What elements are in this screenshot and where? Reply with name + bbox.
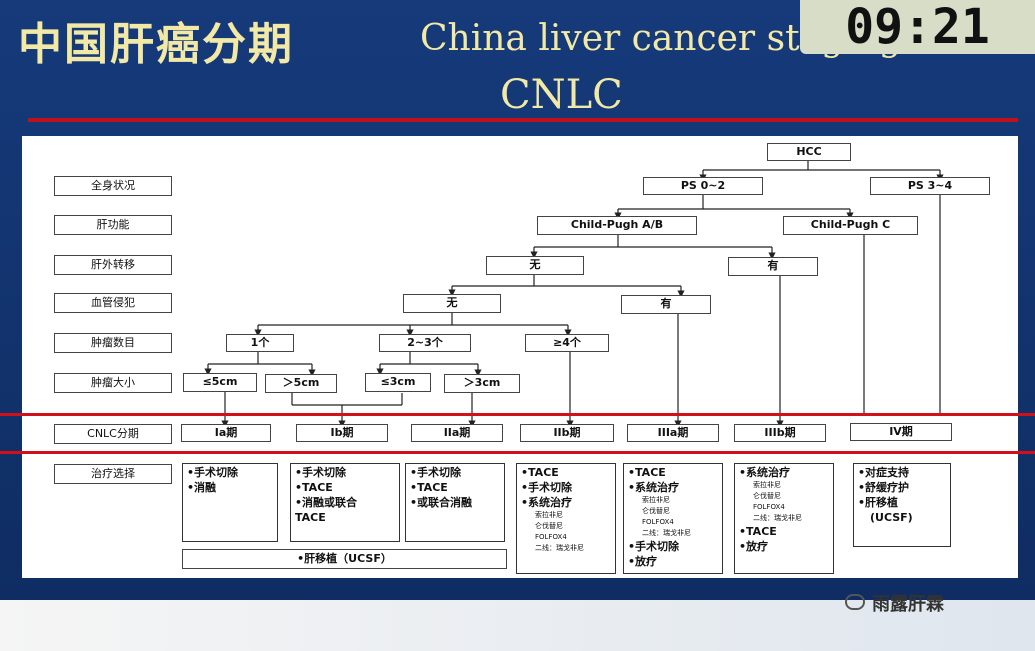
treatment-item: •消融或联合 xyxy=(295,496,358,509)
stage-iv: IV期 xyxy=(850,423,952,441)
title-divider xyxy=(28,118,1018,122)
flowchart-connectors xyxy=(204,161,944,428)
treatment-item: (UCSF) xyxy=(870,511,913,524)
clock-display: 09:21 xyxy=(800,0,1035,54)
row-label-liver-function: 肝功能 xyxy=(54,215,172,235)
node-size-le3: ≤3cm xyxy=(365,373,431,392)
drug-item: FOLFOX4 xyxy=(642,518,674,526)
node-hcc: HCC xyxy=(767,143,851,161)
treatment-item: •TACE xyxy=(410,481,448,494)
treatment-item: •肝移植 xyxy=(858,496,899,509)
row-label-vascular-invasion: 血管侵犯 xyxy=(54,293,172,313)
treatment-item: •手术切除 xyxy=(521,481,573,494)
treatment-item: •手术切除 xyxy=(295,466,347,479)
treatment-transplant: •肝移植（UCSF） xyxy=(182,549,507,569)
treatment-iiib: •系统治疗 索拉非尼 仑伐替尼 FOLFOX4 二线：瑞戈非尼 •TACE •放… xyxy=(734,463,834,574)
node-child-pugh-c: Child-Pugh C xyxy=(783,216,918,235)
node-extrahepatic-yes: 有 xyxy=(728,257,818,276)
stage-ia: Ia期 xyxy=(181,424,271,442)
treatment-iv: •对症支持 •舒缓疗护 •肝移植 (UCSF) xyxy=(853,463,951,547)
treatment-iib: •TACE •手术切除 •系统治疗 索拉非尼 仑伐替尼 FOLFOX4 二线：瑞… xyxy=(516,463,616,574)
node-child-pugh-ab: Child-Pugh A/B xyxy=(537,216,697,235)
stage-highlight-top xyxy=(0,413,1035,416)
row-label-extrahepatic: 肝外转移 xyxy=(54,255,172,275)
row-label-cnlc-stage: CNLC分期 xyxy=(54,424,172,444)
treatment-item: •消融 xyxy=(187,481,217,494)
node-size-gt3: ＞3cm xyxy=(444,374,520,393)
stage-highlight-bottom xyxy=(0,451,1035,454)
treatment-item: •系统治疗 xyxy=(739,466,791,479)
drug-item: 仑伐替尼 xyxy=(535,522,563,530)
node-size-le5: ≤5cm xyxy=(183,373,257,392)
treatment-item: •放疗 xyxy=(739,540,769,553)
row-label-treatment: 治疗选择 xyxy=(54,464,172,484)
treatment-ib: •手术切除 •TACE •消融或联合 TACE xyxy=(290,463,400,542)
node-vascular-yes: 有 xyxy=(621,295,711,314)
drug-item: 仑伐替尼 xyxy=(753,492,781,500)
row-label-general-status: 全身状况 xyxy=(54,176,172,196)
treatment-ia: •手术切除 •消融 xyxy=(182,463,278,542)
drug-item: 仑伐替尼 xyxy=(642,507,670,515)
stage-ib: Ib期 xyxy=(296,424,388,442)
treatment-item: TACE xyxy=(295,511,326,524)
treatment-item: •TACE xyxy=(628,466,666,479)
node-ps-0-2: PS 0~2 xyxy=(643,177,763,195)
treatment-iiia: •TACE •系统治疗 索拉非尼 仑伐替尼 FOLFOX4 二线：瑞戈非尼 •手… xyxy=(623,463,723,574)
treatment-item: •手术切除 xyxy=(410,466,462,479)
node-ps-3-4: PS 3~4 xyxy=(870,177,990,195)
row-label-tumor-size: 肿瘤大小 xyxy=(54,373,172,393)
stage-iiia: IIIa期 xyxy=(627,424,719,442)
treatment-item: •TACE xyxy=(739,525,777,538)
treatment-item: •手术切除 xyxy=(628,540,680,553)
node-size-gt5: ＞5cm xyxy=(265,374,337,393)
treatment-item: •系统治疗 xyxy=(521,496,573,509)
node-tumor-count-4plus: ≥4个 xyxy=(525,334,609,352)
treatment-item: •TACE xyxy=(295,481,333,494)
drug-item: 二线：瑞戈非尼 xyxy=(753,514,802,522)
node-tumor-count-1: 1个 xyxy=(226,334,294,352)
treatment-item: •系统治疗 xyxy=(628,481,680,494)
drug-item: FOLFOX4 xyxy=(753,503,785,511)
watermark-text: 雨露肝霖 xyxy=(872,594,944,615)
drug-item: 二线：瑞戈非尼 xyxy=(642,529,691,537)
drug-item: 索拉非尼 xyxy=(753,481,781,489)
node-vascular-no: 无 xyxy=(403,294,501,313)
subtitle-cnlc: CNLC xyxy=(500,72,623,118)
drug-item: 索拉非尼 xyxy=(535,511,563,519)
treatment-item: •TACE xyxy=(521,466,559,479)
footer-band xyxy=(0,600,1035,651)
treatment-item: •对症支持 xyxy=(858,466,910,479)
row-label-tumor-number: 肿瘤数目 xyxy=(54,333,172,353)
node-tumor-count-2-3: 2~3个 xyxy=(379,334,471,352)
stage-iia: IIa期 xyxy=(411,424,503,442)
wechat-icon xyxy=(845,594,865,610)
stage-iiib: IIIb期 xyxy=(734,424,826,442)
treatment-iia: •手术切除 •TACE •或联合消融 xyxy=(405,463,505,542)
treatment-item: •手术切除 xyxy=(187,466,239,479)
treatment-item: •或联合消融 xyxy=(410,496,473,509)
drug-item: FOLFOX4 xyxy=(535,533,567,541)
drug-item: 二线：瑞戈非尼 xyxy=(535,544,584,552)
node-extrahepatic-no: 无 xyxy=(486,256,584,275)
title-chinese: 中国肝癌分期 xyxy=(18,19,294,70)
stage-iib: IIb期 xyxy=(520,424,614,442)
treatment-item: •放疗 xyxy=(628,555,658,568)
drug-item: 索拉非尼 xyxy=(642,496,670,504)
treatment-item: •舒缓疗护 xyxy=(858,481,910,494)
